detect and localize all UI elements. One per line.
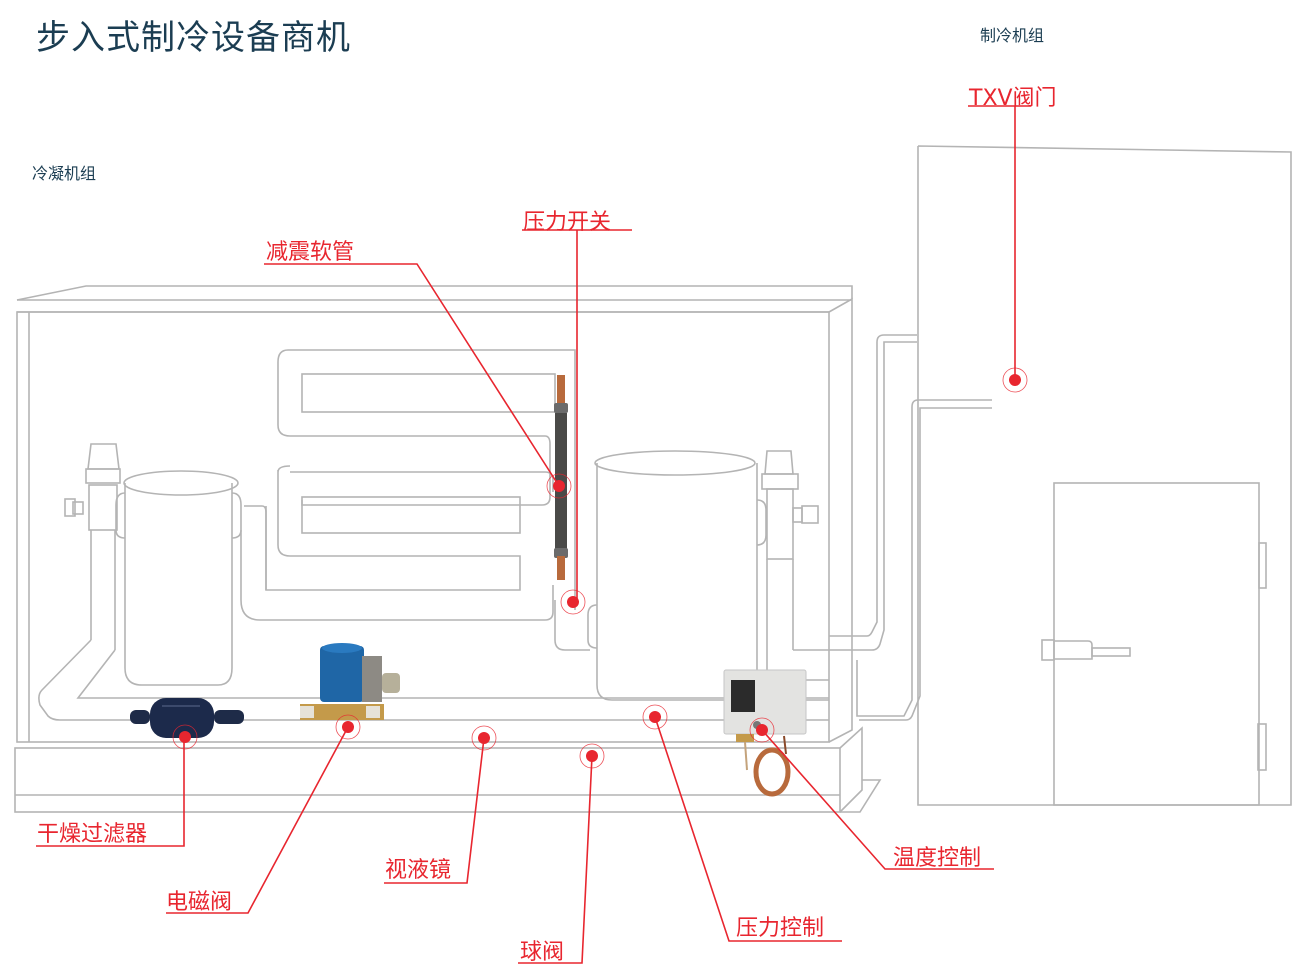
condenser-coil xyxy=(240,349,590,651)
callout-pressure-control: 压力控制 xyxy=(736,916,825,941)
solenoid-valve xyxy=(300,643,400,720)
marker-ring-pressure-control xyxy=(642,704,668,730)
marker-ring-ball-valve xyxy=(579,743,605,769)
marker-dot-filter-drier[interactable] xyxy=(179,731,191,743)
marker-dot-ball-valve[interactable] xyxy=(586,750,598,762)
marker-ring-temperature-control xyxy=(749,717,775,743)
leader-line-solenoid-valve xyxy=(166,726,349,914)
marker-dot-temperature-control[interactable] xyxy=(756,724,768,736)
marker-ring-filter-drier xyxy=(172,724,198,750)
leader-line-pressure-switch xyxy=(522,229,632,602)
walk-in-cooler-box xyxy=(917,145,1292,806)
leader-line-pressure-control xyxy=(654,716,842,942)
condenser-cabinet xyxy=(14,285,882,813)
callout-temperature-control: 温度控制 xyxy=(893,846,982,871)
outline-drawing xyxy=(14,145,1292,813)
callout-ball-valve: 球阀 xyxy=(520,940,565,965)
marker-dot-txv-valve[interactable] xyxy=(1009,374,1021,386)
temperature-control-switch xyxy=(723,669,807,797)
callout-sight-glass: 视液镜 xyxy=(385,858,452,883)
callout-vibration-hose: 减震软管 xyxy=(266,240,355,265)
filter-drier xyxy=(130,698,244,738)
leader-line-vibration-hose xyxy=(264,263,560,487)
marker-ring-txv-valve xyxy=(1002,367,1028,393)
left-compressor xyxy=(38,443,829,721)
marker-ring-sight-glass xyxy=(471,725,497,751)
leader-line-filter-drier xyxy=(36,737,185,847)
marker-ring-solenoid-valve xyxy=(335,714,361,740)
vibration-hose xyxy=(554,375,568,580)
right-compressor xyxy=(587,450,829,701)
marker-dot-pressure-switch[interactable] xyxy=(567,596,579,608)
callout-solenoid-valve: 电磁阀 xyxy=(166,890,233,915)
marker-dot-solenoid-valve[interactable] xyxy=(342,721,354,733)
refrigerant-lines xyxy=(829,334,992,721)
marker-ring-pressure-switch xyxy=(560,589,586,615)
page-title: 步入式制冷设备商机 xyxy=(36,18,351,58)
leader-line-txv-valve xyxy=(968,105,1031,380)
marker-dot-pressure-control[interactable] xyxy=(649,711,661,723)
leader-line-ball-valve xyxy=(518,755,593,964)
marker-dot-vibration-hose[interactable] xyxy=(553,480,565,492)
callout-txv-valve: TXV阀门 xyxy=(969,86,1057,111)
condensing-unit-label: 冷凝机组 xyxy=(32,164,97,183)
marker-dot-sight-glass[interactable] xyxy=(478,732,490,744)
callout-filter-drier: 干燥过滤器 xyxy=(37,822,148,847)
callout-pressure-switch: 压力开关 xyxy=(523,210,612,235)
refrigeration-unit-label: 制冷机组 xyxy=(980,26,1045,45)
leader-line-sight-glass xyxy=(384,737,485,884)
marker-ring-vibration-hose xyxy=(546,473,572,499)
cooler-door xyxy=(1041,482,1267,806)
leader-line-temperature-control xyxy=(761,729,994,870)
